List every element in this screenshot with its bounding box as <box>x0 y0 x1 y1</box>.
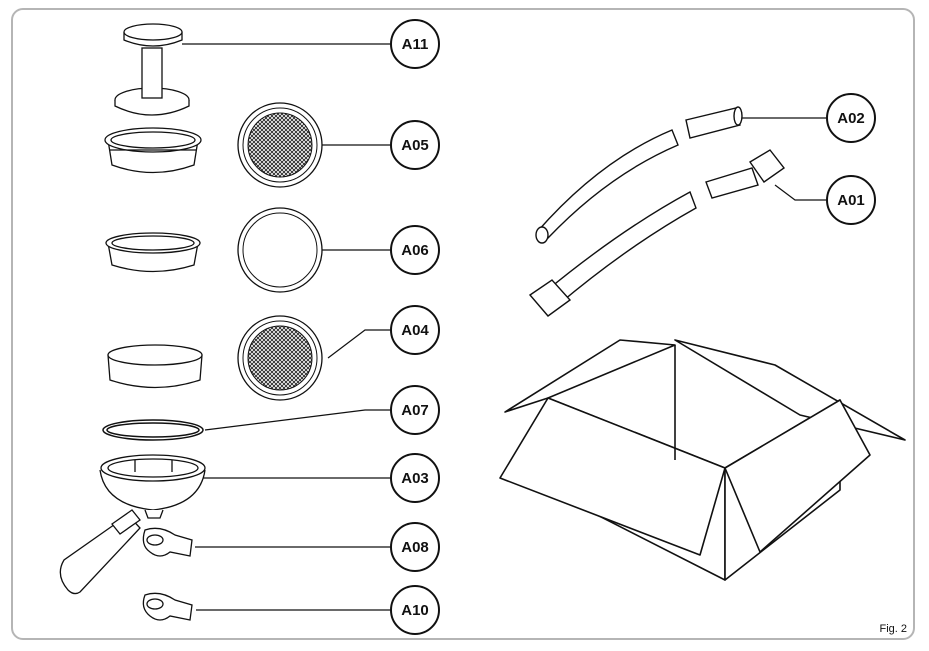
callout-a02: A02 <box>826 93 876 143</box>
mesh-filter-a05 <box>237 102 323 188</box>
figure-caption: Fig. 2 <box>879 623 907 635</box>
callout-a10: A10 <box>390 585 440 635</box>
water-hoses-part <box>528 106 786 317</box>
double-basket-part <box>104 127 202 174</box>
callout-a03: A03 <box>390 453 440 503</box>
blind-filter-a06 <box>237 207 323 293</box>
callout-a07: A07 <box>390 385 440 435</box>
single-basket-part <box>105 232 201 273</box>
callout-a08: A08 <box>390 522 440 572</box>
callout-a11: A11 <box>390 19 440 69</box>
mesh-filter-a04 <box>237 315 323 401</box>
leader-lines <box>182 43 826 611</box>
gasket-ring-part <box>102 419 204 441</box>
tamper-part <box>114 23 190 116</box>
pod-basket-part <box>107 344 203 389</box>
portafilter-part <box>59 454 206 595</box>
cardboard-box <box>499 339 906 581</box>
callout-a04: A04 <box>390 305 440 355</box>
callout-a05: A05 <box>390 120 440 170</box>
double-spout-part <box>142 527 193 557</box>
single-spout-part <box>142 592 193 621</box>
callout-a01: A01 <box>826 175 876 225</box>
callout-a06: A06 <box>390 225 440 275</box>
